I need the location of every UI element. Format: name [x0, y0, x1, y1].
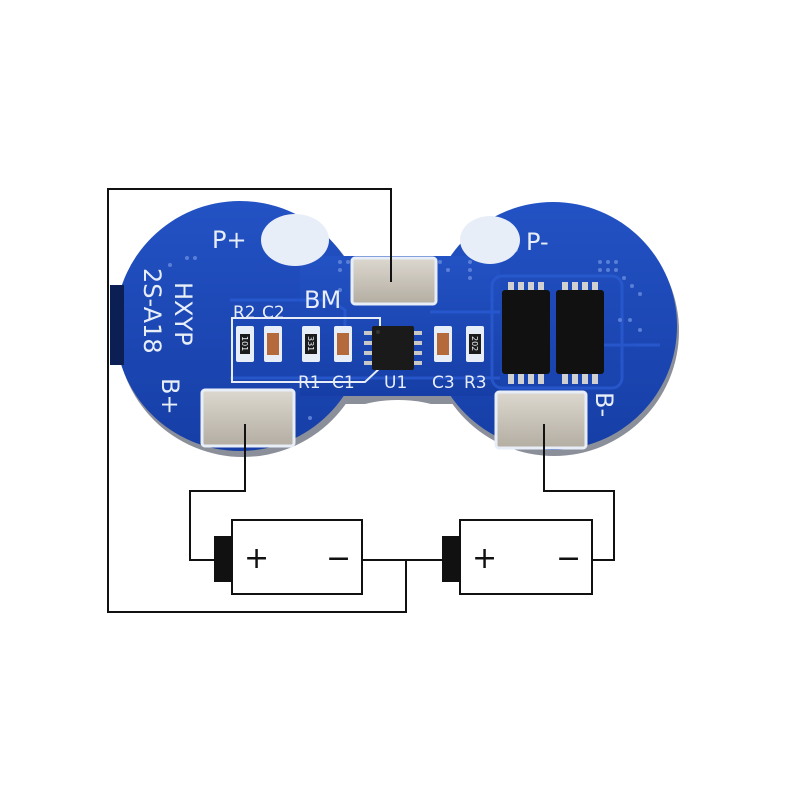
component-r3	[466, 326, 484, 362]
pcb-side-notch	[110, 285, 124, 365]
marking-r3: 202	[470, 336, 479, 351]
battery-2: + −	[442, 519, 593, 595]
label-p-plus: P+	[212, 226, 247, 254]
component-c3	[434, 326, 452, 362]
wire-bm	[107, 188, 407, 613]
battery-1: + −	[214, 519, 363, 595]
label-model-line2: 2S-A18	[138, 268, 166, 354]
label-r2: R2	[233, 303, 256, 323]
bm-pad	[350, 256, 438, 306]
component-c2	[264, 326, 282, 362]
label-r1: R1	[298, 373, 321, 393]
label-r3: R3	[464, 373, 487, 393]
wire-b-minus	[543, 424, 615, 561]
label-model-line1: HXYP	[169, 282, 197, 346]
p-plus-pad	[261, 214, 329, 266]
pcb-board: P+ P- BM B+ B- HXYP 2S-A18 R2 C2 R1 C1 U…	[110, 196, 679, 457]
label-c1: C1	[332, 373, 355, 393]
b-plus-pad	[200, 388, 296, 448]
mosfet-2	[556, 282, 604, 384]
label-u1: U1	[384, 373, 407, 393]
p-minus-pad	[460, 216, 520, 264]
silk-outline	[231, 317, 381, 383]
battery-1-plus-sign: +	[244, 541, 269, 576]
b-minus-pad	[494, 390, 588, 450]
label-bm: BM	[304, 286, 341, 314]
ic-u1	[364, 326, 422, 370]
pcb-vias	[168, 248, 642, 432]
battery-2-plus-sign: +	[472, 541, 497, 576]
mosfet-1	[502, 282, 550, 384]
label-c3: C3	[432, 373, 455, 393]
wire-b-plus	[189, 424, 246, 561]
pcb-traces	[230, 274, 660, 390]
label-c2: C2	[262, 303, 285, 323]
label-b-minus: B-	[590, 392, 618, 417]
label-p-minus: P-	[526, 228, 549, 256]
component-r1	[302, 326, 320, 362]
component-c1	[334, 326, 352, 362]
battery-2-minus-sign: −	[556, 541, 581, 576]
label-b-plus: B+	[156, 378, 184, 415]
wiring	[107, 188, 615, 613]
marking-r2: 101	[240, 336, 249, 351]
battery-1-minus-sign: −	[326, 541, 351, 576]
marking-r1: 331	[306, 336, 315, 351]
component-r2	[236, 326, 254, 362]
pcb-notches	[336, 196, 460, 452]
